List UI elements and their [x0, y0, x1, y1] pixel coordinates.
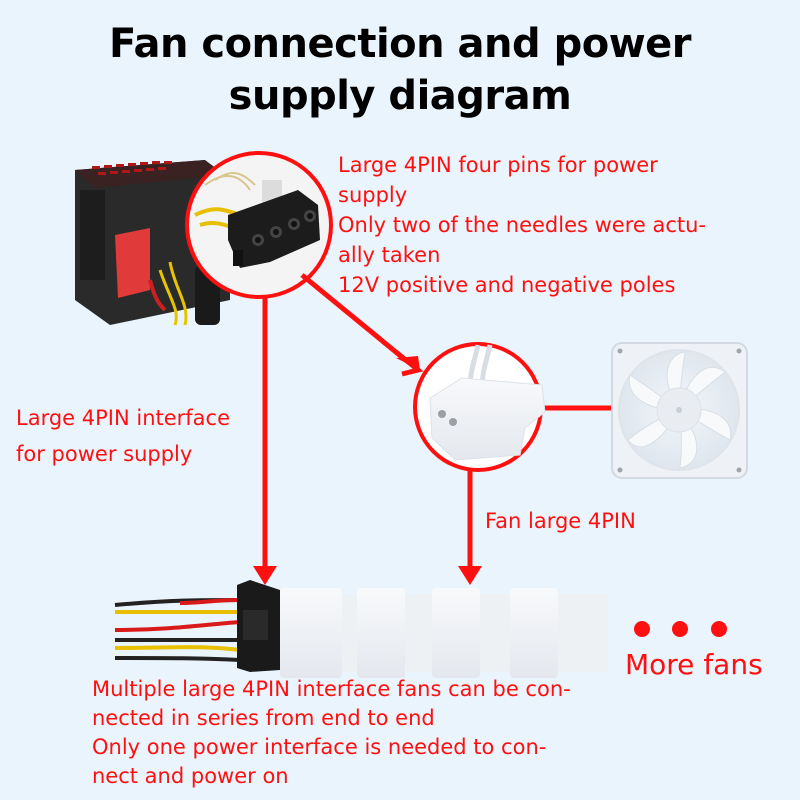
more-fans-label: More fans: [625, 648, 763, 681]
note-line: ally taken: [338, 243, 441, 267]
note-line: Large 4PIN interface: [16, 406, 231, 430]
connection-lines: [262, 273, 612, 570]
diagram-title: Fan connection and power supply diagram: [0, 18, 800, 122]
psu-molex-connector-zoom: [185, 151, 333, 299]
note-line: supply: [338, 183, 408, 207]
ellipsis-dot-icon: [634, 621, 650, 637]
title-line-1: Fan connection and power: [108, 21, 692, 67]
daisy-chain-connectors-image: [114, 580, 608, 678]
psu-connector-note: Large 4PIN four pins for power supply On…: [338, 150, 706, 300]
arrow-head-down-left: [253, 566, 277, 585]
white-fan-image: [611, 342, 748, 479]
fan-molex-connector-zoom: [413, 342, 546, 472]
note-line: Multiple large 4PIN interface fans can b…: [92, 677, 571, 701]
line-psu-to-fan-connector: [300, 273, 410, 364]
arrow-head-down-right: [458, 566, 482, 585]
fan-connector-note: Fan large 4PIN: [485, 509, 636, 533]
ellipsis-dot-icon: [672, 621, 688, 637]
note-line: Large 4PIN four pins for power: [338, 153, 658, 177]
power-interface-note: Large 4PIN interface for power supply: [16, 400, 230, 472]
title-line-2: supply diagram: [228, 73, 572, 119]
note-line: Only two of the needles were actu-: [338, 213, 707, 237]
note-line: nected in series from end to end: [92, 706, 435, 730]
note-line: for power supply: [16, 442, 193, 466]
note-line: 12V positive and negative poles: [338, 273, 676, 297]
note-line: nect and power on: [92, 764, 289, 788]
ellipsis-dot-icon: [711, 621, 727, 637]
series-note: Multiple large 4PIN interface fans can b…: [92, 675, 571, 791]
note-line: Only one power interface is needed to co…: [92, 735, 547, 759]
